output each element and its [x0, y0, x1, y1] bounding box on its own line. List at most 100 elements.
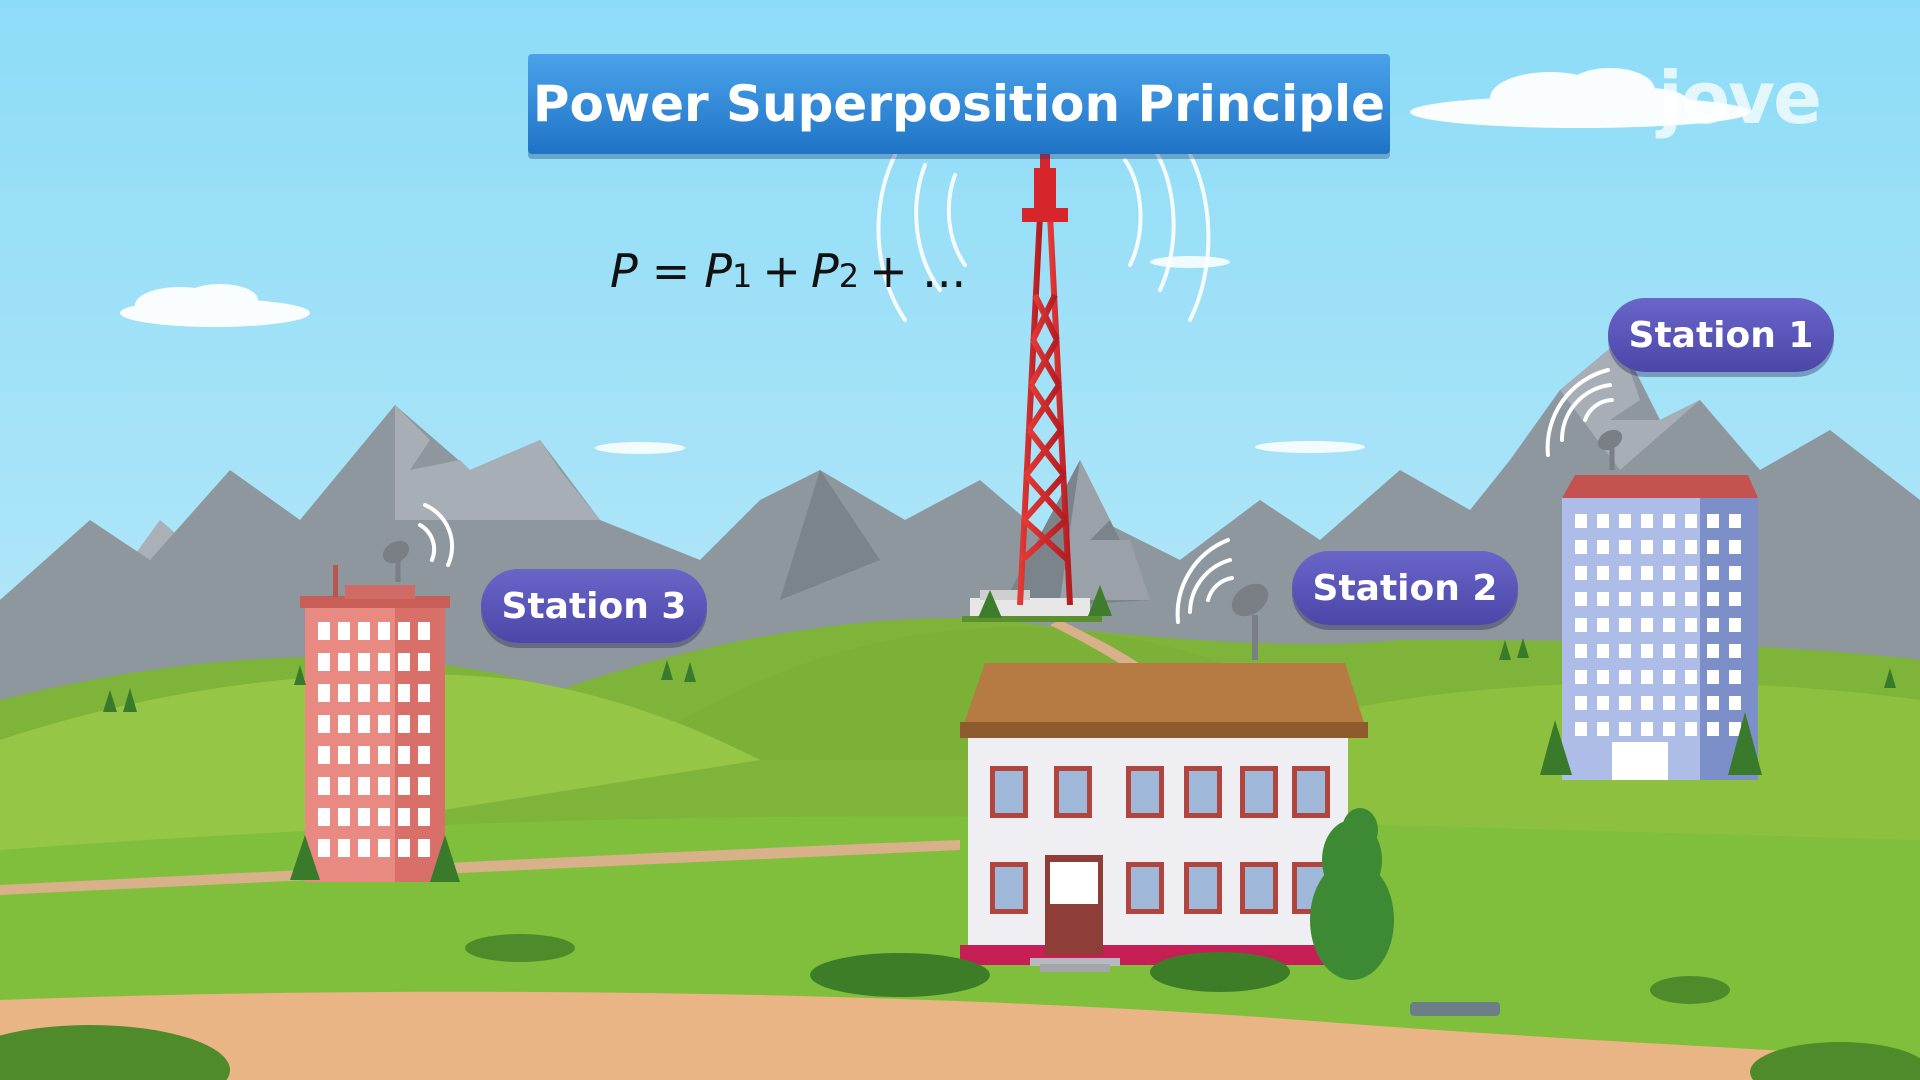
window — [418, 684, 430, 702]
window — [1707, 722, 1719, 736]
building-windows — [1575, 514, 1741, 736]
window — [1641, 540, 1653, 554]
dirt-path — [0, 991, 1920, 1080]
window — [398, 746, 410, 764]
window-pane — [1131, 867, 1159, 909]
tree-icon — [1310, 808, 1394, 980]
road — [0, 840, 960, 895]
window — [1707, 514, 1719, 528]
window — [318, 715, 330, 733]
window-pane — [1131, 771, 1159, 813]
window — [398, 839, 410, 857]
window — [398, 715, 410, 733]
window — [378, 653, 390, 671]
window-pane — [1189, 771, 1217, 813]
window — [1685, 566, 1697, 580]
satellite-dish-icon — [1231, 583, 1269, 660]
bush — [0, 934, 1920, 1080]
window — [1619, 670, 1631, 684]
window — [1641, 670, 1653, 684]
window — [378, 777, 390, 795]
window — [1597, 722, 1609, 736]
window — [418, 746, 430, 764]
window — [318, 653, 330, 671]
window — [1663, 670, 1675, 684]
window — [358, 777, 370, 795]
station-1-text: Station 1 — [1628, 314, 1814, 356]
window — [1729, 514, 1741, 528]
window — [418, 808, 430, 826]
window — [318, 808, 330, 826]
window — [358, 808, 370, 826]
window — [1619, 722, 1631, 736]
window — [1663, 696, 1675, 710]
window — [1729, 644, 1741, 658]
formula-lhs: P — [610, 244, 638, 298]
window — [1575, 514, 1587, 528]
tree-icon — [103, 638, 1896, 882]
station-1-label: Station 1 — [1608, 298, 1834, 372]
window — [1685, 514, 1697, 528]
building-icon — [300, 565, 450, 882]
window — [1685, 618, 1697, 632]
window — [1597, 644, 1609, 658]
tower-top — [1022, 152, 1068, 222]
window — [1663, 566, 1675, 580]
window — [338, 746, 350, 764]
window — [1663, 540, 1675, 554]
window — [1707, 670, 1719, 684]
signal-waves-icon — [876, 143, 1211, 322]
window — [1707, 618, 1719, 632]
window — [378, 746, 390, 764]
window — [338, 622, 350, 640]
window — [418, 622, 430, 640]
window — [1597, 618, 1609, 632]
formula-rest: + ... — [869, 244, 967, 298]
window — [1641, 566, 1653, 580]
window — [398, 808, 410, 826]
window — [338, 777, 350, 795]
window-pane — [1245, 867, 1273, 909]
window — [1619, 540, 1631, 554]
window — [1685, 592, 1697, 606]
building-windows — [318, 622, 430, 857]
window — [398, 684, 410, 702]
window — [418, 715, 430, 733]
window — [1619, 644, 1631, 658]
window — [398, 653, 410, 671]
station-3-text: Station 3 — [501, 585, 687, 627]
window — [358, 684, 370, 702]
window — [378, 808, 390, 826]
station-2-label: Station 2 — [1292, 551, 1518, 625]
window — [418, 653, 430, 671]
window — [1597, 566, 1609, 580]
formula-term-2: P — [810, 244, 839, 298]
window — [378, 622, 390, 640]
window — [1575, 670, 1587, 684]
window — [318, 839, 330, 857]
window — [418, 777, 430, 795]
window — [358, 622, 370, 640]
window — [1663, 644, 1675, 658]
window — [1685, 540, 1697, 554]
window — [1597, 592, 1609, 606]
window — [358, 715, 370, 733]
formula-plus: + — [762, 244, 801, 298]
window — [338, 684, 350, 702]
window — [338, 715, 350, 733]
window — [1663, 592, 1675, 606]
window — [1575, 696, 1587, 710]
window-pane — [1059, 771, 1087, 813]
window-pane — [995, 771, 1023, 813]
cloud-icon — [1410, 68, 1750, 128]
window — [1597, 670, 1609, 684]
window — [1575, 540, 1587, 554]
window — [318, 684, 330, 702]
window — [318, 622, 330, 640]
window — [338, 839, 350, 857]
window — [1729, 540, 1741, 554]
rock — [1410, 1002, 1500, 1016]
